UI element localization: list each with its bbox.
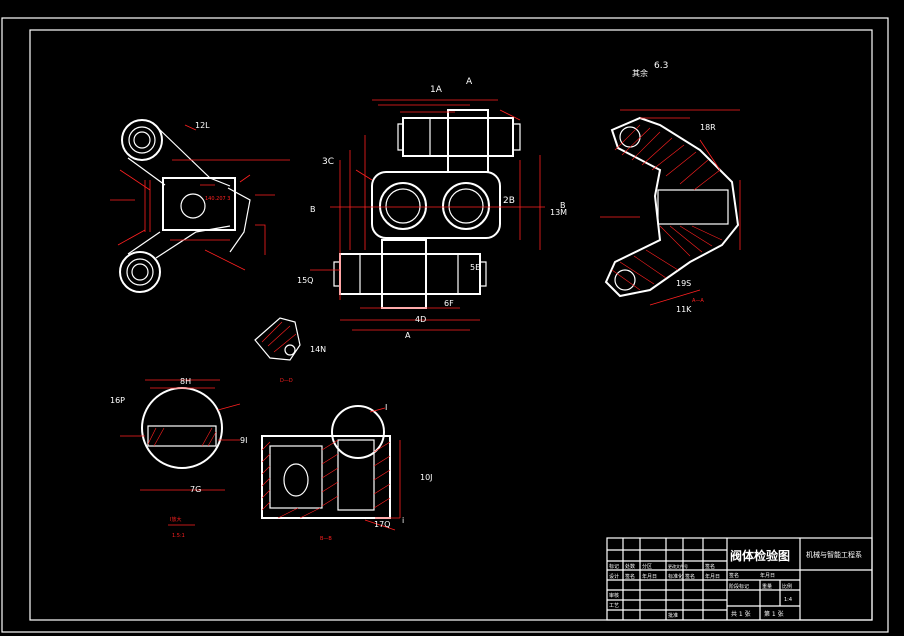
view-right-section: 其余 6.3 18R 19S 11K A—A (600, 61, 741, 314)
label-16P: 16P (110, 396, 125, 405)
label-B-left: B (310, 205, 316, 214)
label-B-right: B (560, 201, 566, 210)
label-roughness: 6.3 (654, 61, 668, 71)
tb-r2a: 设计 (609, 573, 619, 580)
label-12L: 12L (195, 121, 210, 130)
tb-sheet-no: 第 1 张 (764, 610, 784, 618)
label-9I: 9I (240, 436, 247, 445)
label-A-top: A (466, 77, 473, 87)
label-19S: 19S (676, 279, 691, 288)
tb-stage: 阶段标记 (729, 583, 749, 590)
tb-r1a: 标记 (609, 563, 619, 570)
title-text: 阀体检验图 (730, 548, 790, 563)
view-DD-section: 14N D—D (254, 317, 326, 384)
view-left-part: 12L 140.207 3 (110, 119, 290, 293)
label-other: 其余 (632, 68, 648, 78)
label-1A: 1A (430, 85, 443, 95)
label-10J: 10J (420, 473, 433, 482)
view-center-front: 1A A 3C 2B 13M 5E 15Q 6F 4D B B A (297, 77, 567, 340)
view-BB-section: I 10J 17Q i B—B (261, 403, 433, 542)
label-4D: 4D (415, 315, 426, 324)
label-A-bottom: A (405, 331, 411, 340)
label-7G: 7G (190, 485, 201, 494)
label-18R: 18R (700, 123, 716, 132)
inner-frame (29, 29, 873, 621)
label-I: I (385, 403, 387, 412)
tb-r1b: 处数 (625, 563, 635, 570)
label-17Q: 17Q (374, 520, 390, 529)
tb-r1c: 分区 (642, 563, 652, 570)
tb-r2f: 年月日 (705, 573, 720, 580)
label-13M: 13M (550, 208, 567, 217)
org-text: 机械与智能工程系 (806, 550, 862, 559)
label-AA: A—A (692, 298, 704, 304)
tb-r3a: 审核 (609, 592, 619, 599)
tb-weight: 重量 (762, 583, 772, 590)
label-3C: 3C (322, 157, 334, 167)
tb-r1e: 签名 (705, 563, 715, 570)
tb-ratio-value: 1:4 (784, 597, 792, 603)
label-5E: 5E (470, 263, 480, 272)
tb-r4b: 批准 (668, 612, 678, 619)
tb-r2e: 签名 (685, 573, 695, 580)
title-block: 阀体检验图 机械与智能工程系 标记 处数 分区 更改文件号 签名 设计 签名 年… (606, 537, 873, 621)
caption-scale: 1.5:1 (172, 533, 185, 539)
tb-r2d: 标准化 (668, 573, 683, 580)
label-DD: D—D (280, 378, 293, 384)
caption-BB: B—B (320, 536, 332, 542)
tb-r2c: 年月日 (642, 573, 657, 580)
label-6F: 6F (444, 299, 454, 308)
label-i: i (402, 516, 404, 525)
caption-I-enlarged: I放大 (170, 516, 181, 523)
label-2B: 2B (503, 196, 515, 206)
tb-r2b: 签名 (625, 573, 635, 580)
tb-sign: 签名 (729, 572, 739, 579)
label-15Q: 15Q (297, 276, 313, 285)
label-11K: 11K (676, 305, 692, 314)
tb-r4a: 工艺 (609, 603, 619, 609)
view-detail-I: 8H 16P 9I 7G I放大 1.5:1 (110, 377, 247, 539)
tb-sheets: 共 1 张 (731, 610, 751, 618)
tb-ratio: 比例 (782, 583, 792, 590)
label-8H: 8H (180, 377, 191, 386)
outer-frame (1, 17, 889, 633)
tb-r1d: 更改文件号 (668, 563, 688, 569)
label-angle: 140.207 3 (205, 196, 230, 202)
label-14N: 14N (310, 345, 326, 354)
tb-date: 年月日 (760, 572, 775, 579)
